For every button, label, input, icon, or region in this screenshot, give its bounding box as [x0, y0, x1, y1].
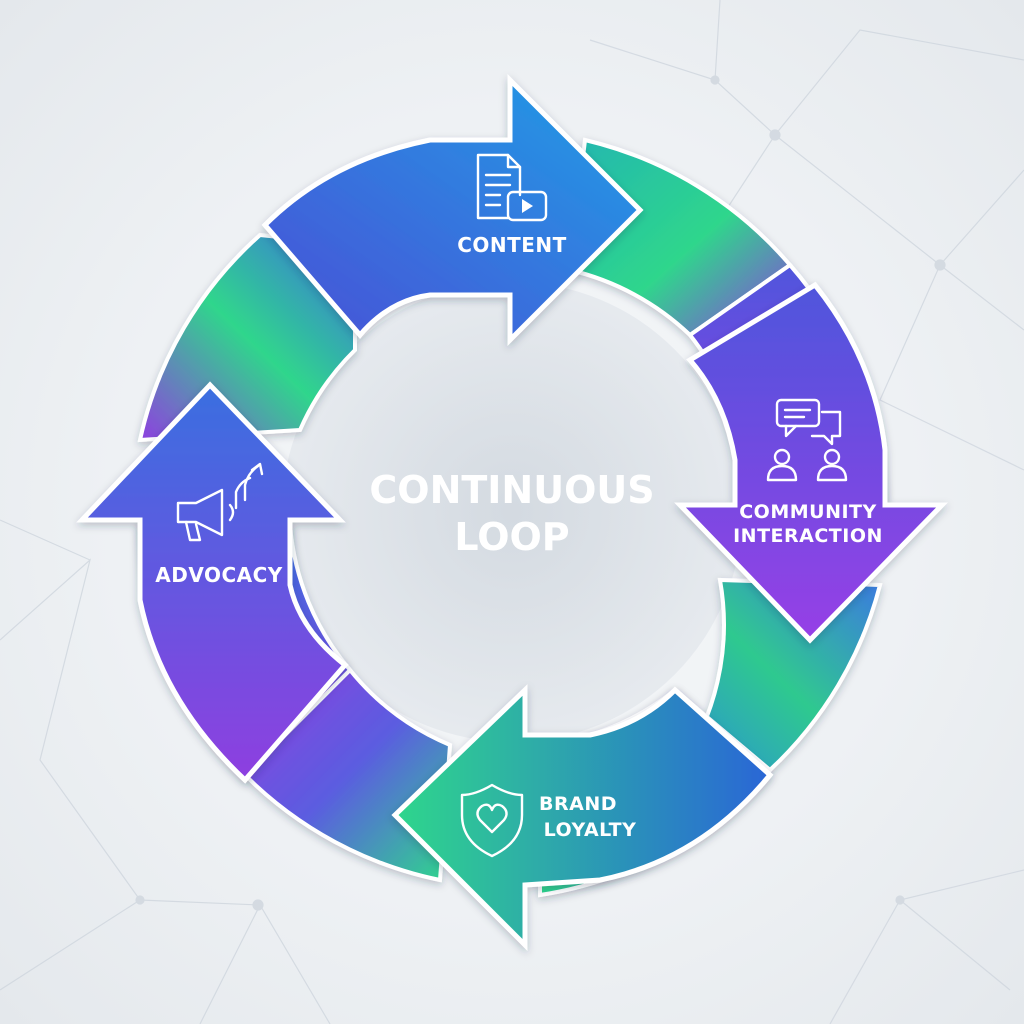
- stage-brand-loyalty: BRAND LOYALTY: [460, 783, 637, 858]
- center-disc: [282, 282, 742, 742]
- shield-heart-icon: [460, 783, 524, 858]
- stage-community-label-line2: INTERACTION: [733, 525, 883, 547]
- chat-people-icon: [766, 398, 848, 482]
- arrow-loyalty: [391, 684, 774, 952]
- document-video-icon: [476, 153, 548, 222]
- center-title-line1: CONTINUOUS: [369, 468, 654, 512]
- ring-segment-top-left: [137, 232, 357, 443]
- stage-content-label: CONTENT: [457, 233, 567, 257]
- stage-community-interaction: COMMUNITY INTERACTION: [733, 398, 883, 547]
- stage-advocacy-label: ADVOCACY: [155, 563, 283, 587]
- center-title-line2: LOOP: [454, 515, 569, 559]
- stage-loyalty-label-line2: LOYALTY: [544, 819, 637, 841]
- arrow-community: [674, 281, 948, 644]
- arrow-advocacy: [76, 381, 349, 784]
- stage-advocacy: ADVOCACY: [155, 462, 283, 587]
- stage-community-label-line1: COMMUNITY: [739, 501, 877, 523]
- arrow-content: [261, 73, 644, 347]
- stage-content: CONTENT: [457, 153, 567, 257]
- megaphone-growth-icon: [176, 462, 264, 542]
- stage-arrows: [76, 73, 948, 952]
- stage-loyalty-label-line1: BRAND: [539, 793, 617, 815]
